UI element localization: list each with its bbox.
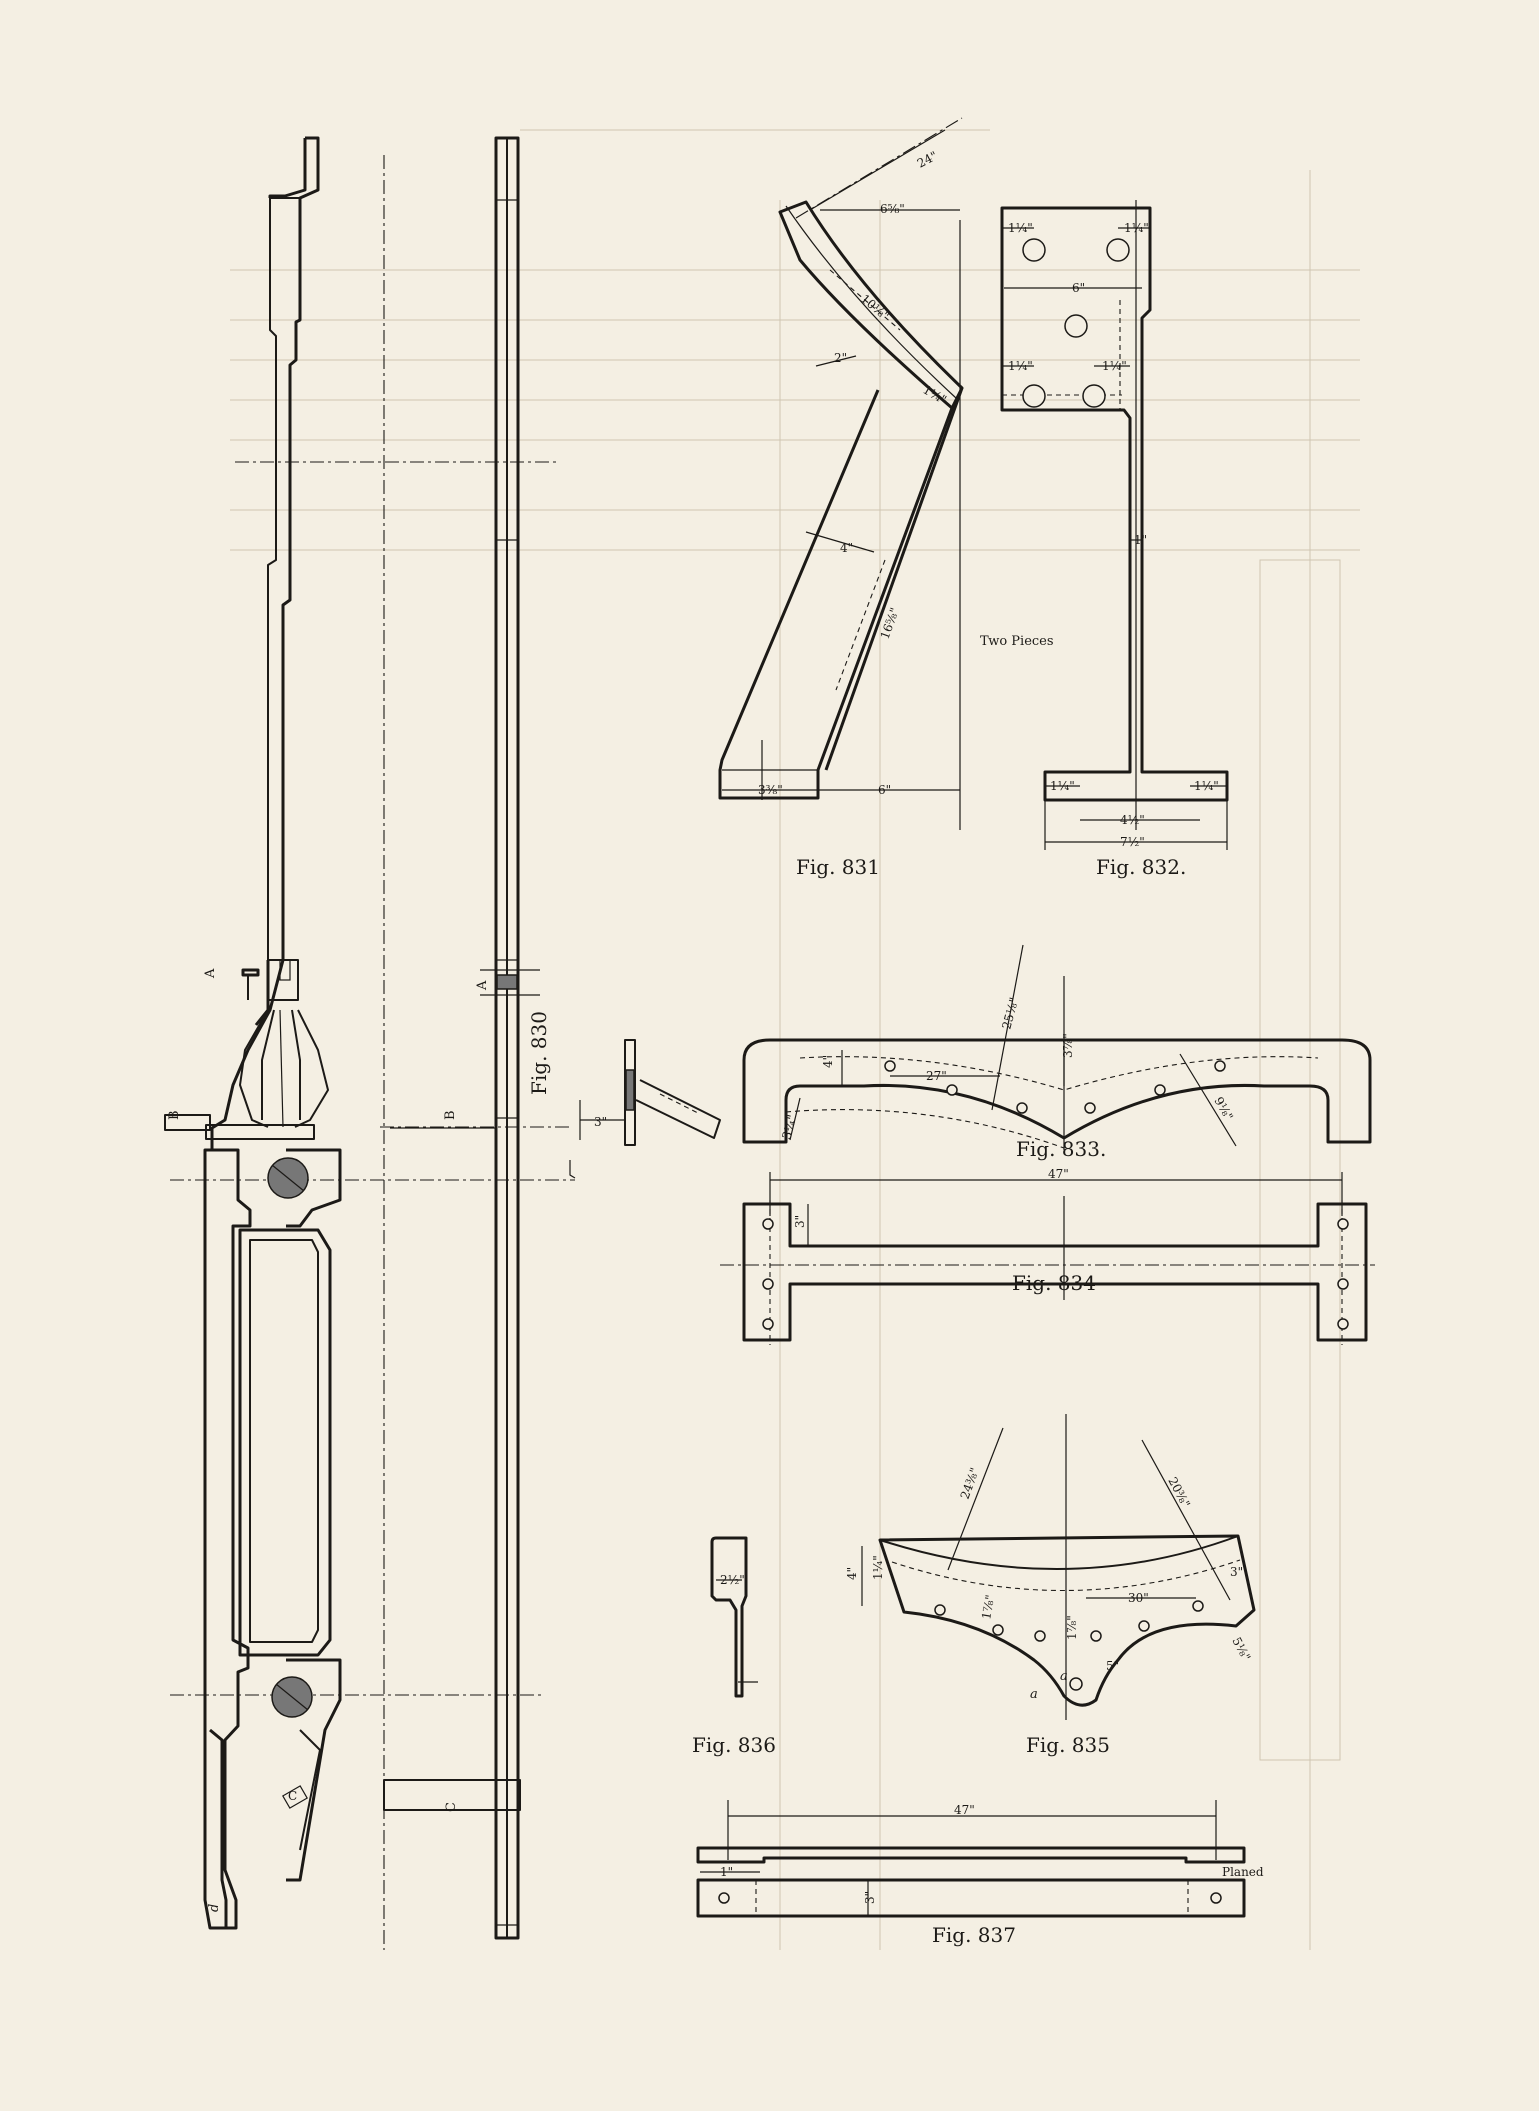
fig-836-dim-2-1-2: 2½" <box>720 1573 745 1587</box>
fig-831-dim-6: 6" <box>878 783 891 797</box>
section-hatch <box>625 1069 635 1111</box>
fig-832-dim-4-1-2: 4½" <box>1120 813 1145 827</box>
fig-837-dim-1: 1" <box>720 1865 733 1879</box>
fig-830-label-b-right: B <box>443 1110 458 1120</box>
fig-832-dim-mid-left: 1¼" <box>1008 359 1033 373</box>
fig-835-dim-3: 3" <box>1230 1565 1243 1579</box>
fig-834-dim-47: 47" <box>1048 1167 1069 1181</box>
fig-831-dim-4: 4" <box>840 541 853 555</box>
fig-835-label-a-1: a <box>1060 1669 1068 1684</box>
fig-831-caption: Fig. 831 <box>796 855 880 879</box>
fig-832-dim-7-1-2: 7½" <box>1120 835 1145 849</box>
fig-832-dim-top-right: 1¼" <box>1124 221 1149 235</box>
fig-835-caption: Fig. 835 <box>1026 1733 1110 1757</box>
fig-835-dim-1-7-8-b: 1⅞" <box>1065 1615 1079 1640</box>
fig-837-dim-47: 47" <box>954 1803 975 1817</box>
section-dim-3: 3" <box>594 1115 607 1129</box>
bleed-through-lines <box>230 129 1360 1950</box>
fig-835-dim-4: 4" <box>845 1567 859 1580</box>
fig-835-dim-30: 30" <box>1128 1591 1149 1605</box>
fig-830-label-a-right: A <box>475 980 490 991</box>
fig-835-dim-20-3-8: 20⅜" <box>1165 1475 1193 1510</box>
fig-832-dim-foot-left: 1¼" <box>1050 779 1075 793</box>
fig-837-dim-3: 3" <box>863 1891 877 1904</box>
fig-834-drawing: 47" 3" Fig. 834 <box>720 1167 1375 1345</box>
fig-833-dim-3-7-8: 3⅞" <box>1061 1033 1075 1058</box>
section-detail: 3" <box>579 1039 721 1146</box>
fig-830-label-c-inner: C <box>288 1789 297 1803</box>
rod-hatched-block <box>496 974 518 990</box>
fig-831-dim-2: 2" <box>834 351 847 365</box>
fig-833-dim-25-1-8: 25⅛" <box>999 996 1021 1031</box>
fig-835-dim-1-7-8-a: 1⅞" <box>979 1594 997 1621</box>
fig-831-dim-6-5-8: 6⅝" <box>880 202 905 216</box>
fig-830-caption: Fig. 830 <box>527 1011 551 1095</box>
fig-835-dim-1-1-4: 1¼" <box>871 1555 885 1580</box>
fig-835-dim-5: 5" <box>1106 1659 1119 1673</box>
fig-835-drawing: 4" 1¼" 24⅜" 20⅜" 1⅞" 30" 1⅞" 5" 5⅛" 3" a… <box>845 1414 1256 1757</box>
fig-830-label-a-left: A <box>203 968 218 979</box>
fig-831-drawing: 24" 6⅝" 10⅛" 1¼" 2" 4" 16⅝" 3⅜" 6" Fig. … <box>718 117 964 879</box>
fig-833-dim-27: 27" <box>926 1069 947 1083</box>
fig-832-dim-mid-right: 1¼" <box>1102 359 1127 373</box>
fig-834-caption: Fig. 834 <box>1012 1271 1096 1295</box>
fig-837-caption: Fig. 837 <box>932 1923 1016 1947</box>
fig-831-dim-24: 24" <box>915 149 940 171</box>
fig-833-drawing: 4" 27" 3⅞" 25⅛" 3¼" 9⅛" Fig. 833. <box>742 944 1372 1161</box>
fig-834-dim-3: 3" <box>793 1215 807 1228</box>
fig-832-dim-top-left: 1¼" <box>1008 221 1033 235</box>
fig-833-dim-9-1-8: 9⅛" <box>1211 1095 1236 1123</box>
fig-832-dim-6: 6" <box>1072 281 1085 295</box>
fig-830-label-b-left: B <box>167 1110 182 1120</box>
fig-833-dim-4: 4" <box>821 1055 835 1068</box>
fig-830-label-c: C <box>444 1802 459 1812</box>
fig-837-drawing: 47" 1" 3" Planed Fig. 837 <box>696 1800 1264 1947</box>
fig-830-drawing: C A A B B C d Fig. 830 <box>164 136 576 1950</box>
fig-831-dim-3-3-8: 3⅜" <box>758 783 783 797</box>
fig-833-dim-3-1-4: 3¼" <box>779 1113 799 1141</box>
fig-832-caption: Fig. 832. <box>1096 855 1186 879</box>
fig-832-dim-foot-right: 1¼" <box>1194 779 1219 793</box>
fig-837-note: Planed <box>1222 1865 1264 1879</box>
fig-832-note: Two Pieces <box>980 634 1054 649</box>
fig-830-label-d: d <box>207 1904 222 1912</box>
fig-832-drawing: 1¼" 1¼" 6" 1¼" 1¼" 1" 1¼" 1¼" 4½" 7½" Tw… <box>980 200 1229 879</box>
fig-836-drawing: 2½" Fig. 836 <box>692 1536 776 1757</box>
fig-833-caption: Fig. 833. <box>1016 1137 1106 1161</box>
fig-835-label-a-2: a <box>1030 1687 1038 1702</box>
fig-832-dim-1: 1" <box>1134 533 1147 547</box>
fig-835-dim-24-3-8: 24⅜" <box>958 1466 982 1501</box>
fig-835-dim-5-1-8: 5⅛" <box>1229 1635 1253 1663</box>
fig-836-caption: Fig. 836 <box>692 1733 776 1757</box>
